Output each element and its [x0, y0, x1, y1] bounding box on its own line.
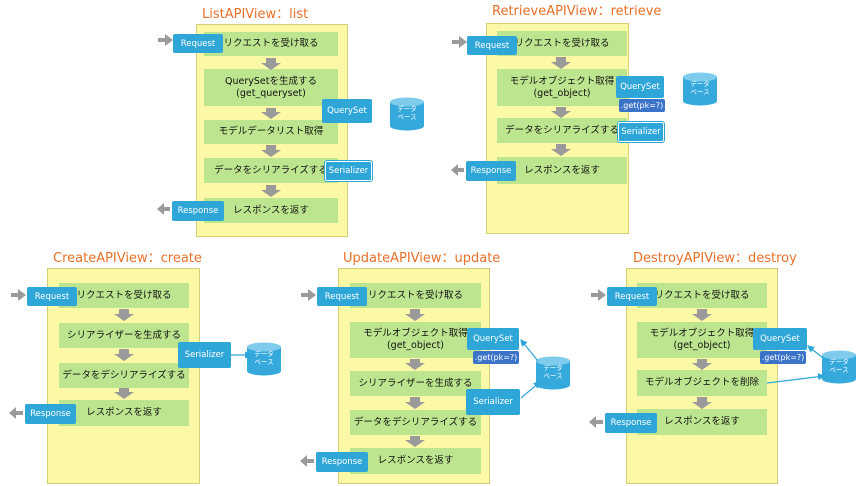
update-in-arrow [301, 289, 316, 301]
create-response-badge: Response [25, 404, 76, 424]
destroy-out-arrow [589, 416, 603, 428]
destroy-step-get-object-line1: モデルオブジェクト取得 [649, 328, 755, 340]
update-database-icon: データベース [535, 356, 571, 390]
retrieve-title: RetrieveAPIView：retrieve [492, 4, 662, 19]
list-step-serialize: データをシリアライズする [204, 158, 338, 183]
update-step-get-object-line1: モデルオブジェクト取得 [363, 328, 468, 340]
retrieve-database-icon: データベース [682, 72, 718, 106]
update-serializer-badge: Serializer [466, 389, 520, 415]
create-request-badge: Request [27, 287, 77, 306]
retrieve-response-badge: Response [466, 161, 516, 181]
destroy-db-label-2: ベース [829, 365, 849, 374]
retrieve-serializer-badge: Serializer [618, 122, 664, 142]
destroy-step-delete: モデルオブジェクトを削除 [637, 370, 767, 396]
update-db-label-1: データ [543, 364, 563, 372]
list-response-badge: Response [172, 201, 224, 221]
destroy-db-label-1: データ [829, 358, 849, 366]
destroy-database-icon: データベース [821, 350, 857, 384]
list-db-label-2: ベース [397, 112, 417, 121]
retrieve-step-response: レスポンスを返す [497, 157, 627, 184]
list-step-get-queryset-line2: (get_queryset) [236, 87, 306, 99]
create-title: CreateAPIView：create [53, 251, 202, 266]
update-title: UpdateAPIView：update [343, 251, 501, 266]
update-queryset-badge: QuerySet [467, 328, 519, 350]
destroy-step-response: レスポンスを返す [637, 409, 767, 435]
create-step-deserialize: データをデシリアライズする [59, 363, 189, 388]
list-step-get-queryset-line1: QuerySetを生成する [225, 75, 317, 87]
destroy-step-receive: リクエストを受け取る [637, 283, 767, 308]
create-step-response: レスポンスを返す [59, 400, 189, 426]
create-in-arrow [11, 289, 26, 301]
update-step-build-serializer: シリアライザーを生成する [350, 371, 481, 396]
update-step-deserialize: データをデシリアライズする [350, 410, 481, 435]
destroy-title: DestroyAPIView：destroy [633, 251, 797, 266]
list-in-arrow [158, 34, 173, 46]
update-step-get-object: モデルオブジェクト取得(get_object) [350, 322, 481, 358]
create-db-label-1: データ [254, 350, 274, 358]
update-request-badge: Request [317, 287, 367, 306]
destroy-getpk-badge: .get(pk=?) [760, 351, 806, 364]
retrieve-getpk-badge: .get(pk=?) [619, 99, 665, 112]
retrieve-db-label-2: ベース [690, 87, 710, 96]
retrieve-step-receive: リクエストを受け取る [497, 31, 627, 56]
retrieve-db-label-1: データ [690, 80, 710, 88]
update-step-get-object-line2: (get_object) [386, 340, 445, 351]
retrieve-step-get-object-line2: (get_object) [533, 87, 591, 99]
update-out-arrow [300, 455, 314, 467]
update-step-receive: リクエストを受け取る [350, 283, 481, 308]
destroy-step-get-object: モデルオブジェクト取得(get_object) [637, 322, 767, 358]
list-step-receive: リクエストを受け取る [204, 32, 338, 56]
destroy-queryset-badge: QuerySet [753, 328, 807, 350]
update-getpk-badge: .get(pk=?) [473, 351, 519, 364]
destroy-response-badge: Response [605, 413, 657, 433]
update-db-label-2: ベース [543, 371, 563, 380]
list-serializer-badge: Serializer [325, 161, 372, 181]
destroy-in-arrow [591, 289, 606, 301]
create-step-build-serializer: シリアライザーを生成する [59, 323, 189, 348]
create-out-arrow [9, 407, 23, 419]
list-out-arrow [157, 203, 170, 215]
create-db-label-2: ベース [254, 357, 274, 366]
retrieve-step-get-object-line1: モデルオブジェクト取得 [509, 75, 615, 87]
retrieve-step-get-object: モデルオブジェクト取得(get_object) [497, 69, 627, 106]
list-step-get-queryset: QuerySetを生成する(get_queryset) [204, 69, 338, 106]
create-step-receive: リクエストを受け取る [59, 283, 189, 308]
update-response-badge: Response [316, 452, 368, 472]
list-request-badge: Request [173, 34, 223, 53]
create-database-icon: データベース [246, 342, 282, 376]
retrieve-request-badge: Request [467, 36, 517, 55]
list-queryset-badge: QuerySet [322, 99, 372, 123]
destroy-request-badge: Request [607, 287, 657, 306]
list-db-label-1: データ [397, 105, 417, 113]
retrieve-in-arrow [452, 36, 467, 48]
list-step-fetch-list: モデルデータリスト取得 [204, 120, 338, 144]
destroy-step-get-object-line2: (get_object) [673, 340, 731, 351]
retrieve-queryset-badge: QuerySet [616, 76, 664, 98]
list-database-icon: データベース [389, 97, 425, 131]
create-serializer-badge: Serializer [178, 342, 231, 368]
retrieve-step-serialize: データをシリアライズする [497, 118, 627, 143]
list-title: ListAPIView：list [202, 7, 309, 22]
list-step-response: レスポンスを返す [204, 198, 338, 223]
retrieve-out-arrow [451, 164, 464, 176]
update-step-response: レスポンスを返す [350, 448, 481, 474]
